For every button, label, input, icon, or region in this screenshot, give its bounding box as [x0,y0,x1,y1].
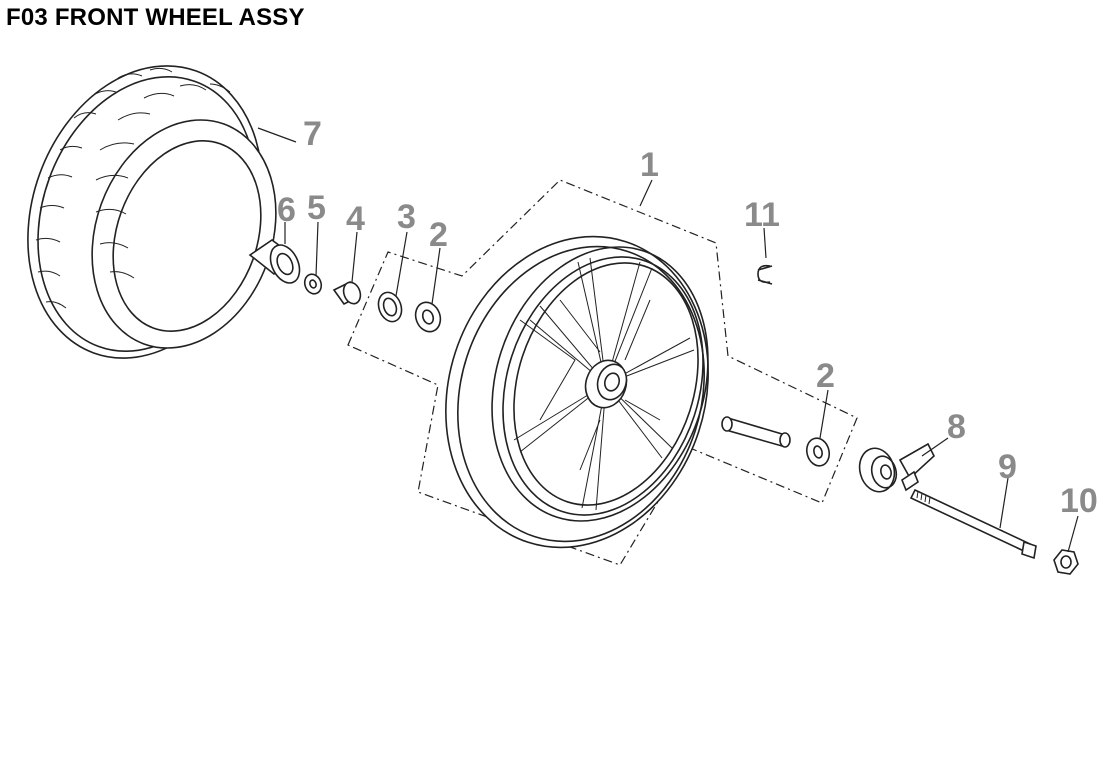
callout-10: 10 [1060,482,1098,520]
bearing-2-left [414,301,442,333]
wheel-spokes [513,257,695,511]
leader-lines [257,127,1079,553]
callout-5: 5 [307,189,326,227]
assembly-boundary [347,179,858,566]
page-title: F03 FRONT WHEEL ASSY [6,4,305,31]
callout-1: 1 [640,146,659,184]
clip-11 [757,264,773,285]
callout-7: 7 [303,115,322,153]
callout-4: 4 [346,200,365,238]
bearing-3 [377,291,403,323]
callout-2: 2 [429,216,448,254]
tire [27,65,277,359]
bearing-2-right [805,437,831,467]
speedometer-gearbox-8 [858,442,935,493]
wheel-rim [445,235,709,549]
spacer-6 [248,239,301,284]
callout-9: 9 [998,448,1017,486]
callout-2: 2 [816,357,835,395]
callout-8: 8 [947,408,966,446]
oil-seal-5 [303,273,323,295]
axle-nut-10 [1053,549,1079,575]
callout-11: 11 [744,196,780,234]
collar-4 [332,280,362,306]
callout-3: 3 [397,198,416,236]
callout-6: 6 [277,191,296,229]
axle-sleeve [721,416,791,448]
front-axle-9 [909,488,1037,560]
